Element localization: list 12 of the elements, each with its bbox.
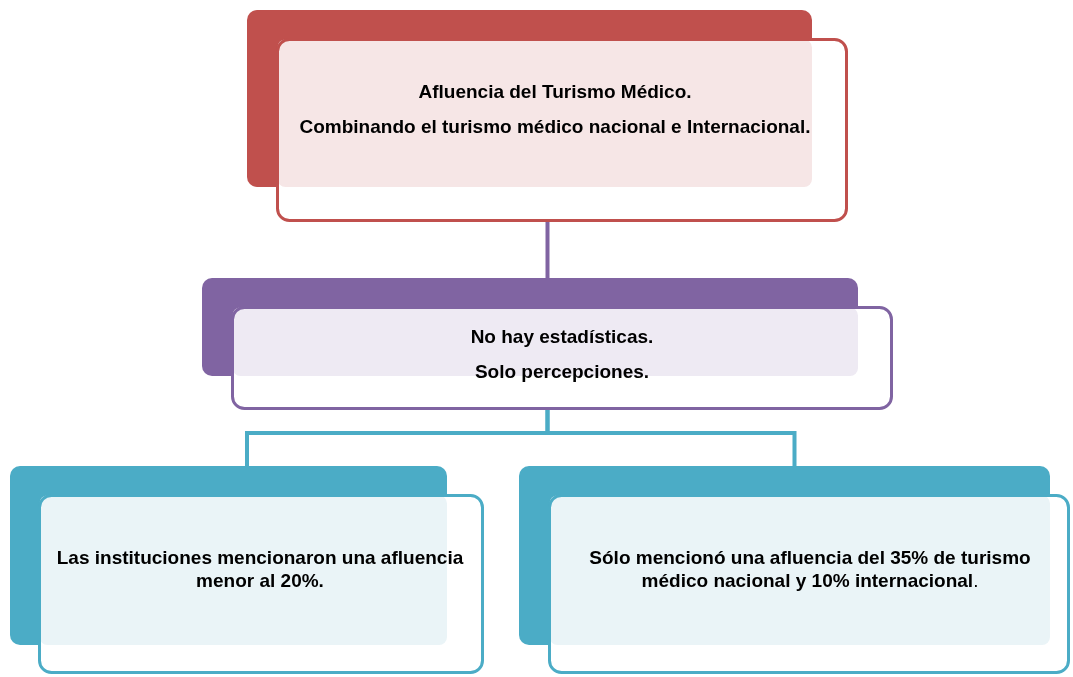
card-text: Las instituciones mencionaron una afluencia menor al 20%. bbox=[55, 547, 465, 593]
card-text: Sólo mencionó una afluencia del 35% de turismo médico nacional y 10% internacional. bbox=[588, 547, 1032, 593]
card-text: No hay estadísticas. bbox=[470, 326, 654, 349]
card-text: Combinando el turismo médico nacional e Internacional. bbox=[299, 116, 811, 139]
connector-line bbox=[545, 222, 550, 278]
process-card bbox=[519, 466, 1070, 674]
process-card bbox=[247, 10, 848, 222]
process-card bbox=[202, 278, 893, 410]
process-card bbox=[10, 466, 484, 674]
card-text: Solo percepciones. bbox=[474, 361, 650, 384]
card-text: Afluencia del Turismo Médico. bbox=[418, 81, 692, 104]
connector-line bbox=[545, 410, 797, 466]
